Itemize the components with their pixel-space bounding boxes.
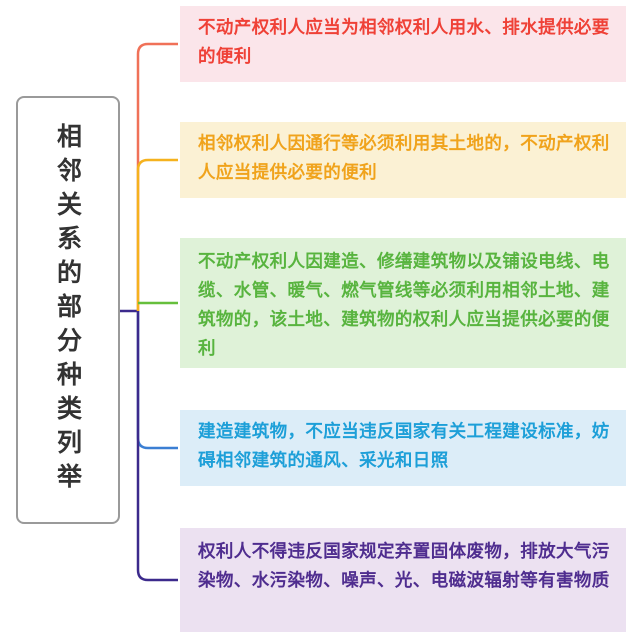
- root-node: 相邻关系的部分种类列举: [16, 96, 120, 524]
- connector-line-4: [136, 311, 178, 450]
- branch-node-3: 不动产权利人因建造、修缮建筑物以及铺设电线、电缆、水管、暖气、燃气管线等必须利用…: [180, 238, 626, 368]
- connector-line-2: [136, 158, 178, 311]
- connector-line-5: [136, 311, 178, 582]
- branch-node-2: 相邻权利人因通行等必须利用其土地的，不动产权利人应当提供必要的便利: [180, 122, 626, 198]
- branch-node-4: 建造建筑物，不应当违反国家有关工程建设标准，妨碍相邻建筑的通风、采光和日照: [180, 410, 626, 486]
- connector-line-1: [136, 42, 178, 311]
- root-title: 相邻关系的部分种类列举: [53, 123, 83, 497]
- branch-node-5: 权利人不得违反国家规定弃置固体废物，排放大气污染物、水污染物、噪声、光、电磁波辐…: [180, 528, 626, 632]
- branch-node-1: 不动产权利人应当为相邻权利人用水、排水提供必要的便利: [180, 6, 626, 82]
